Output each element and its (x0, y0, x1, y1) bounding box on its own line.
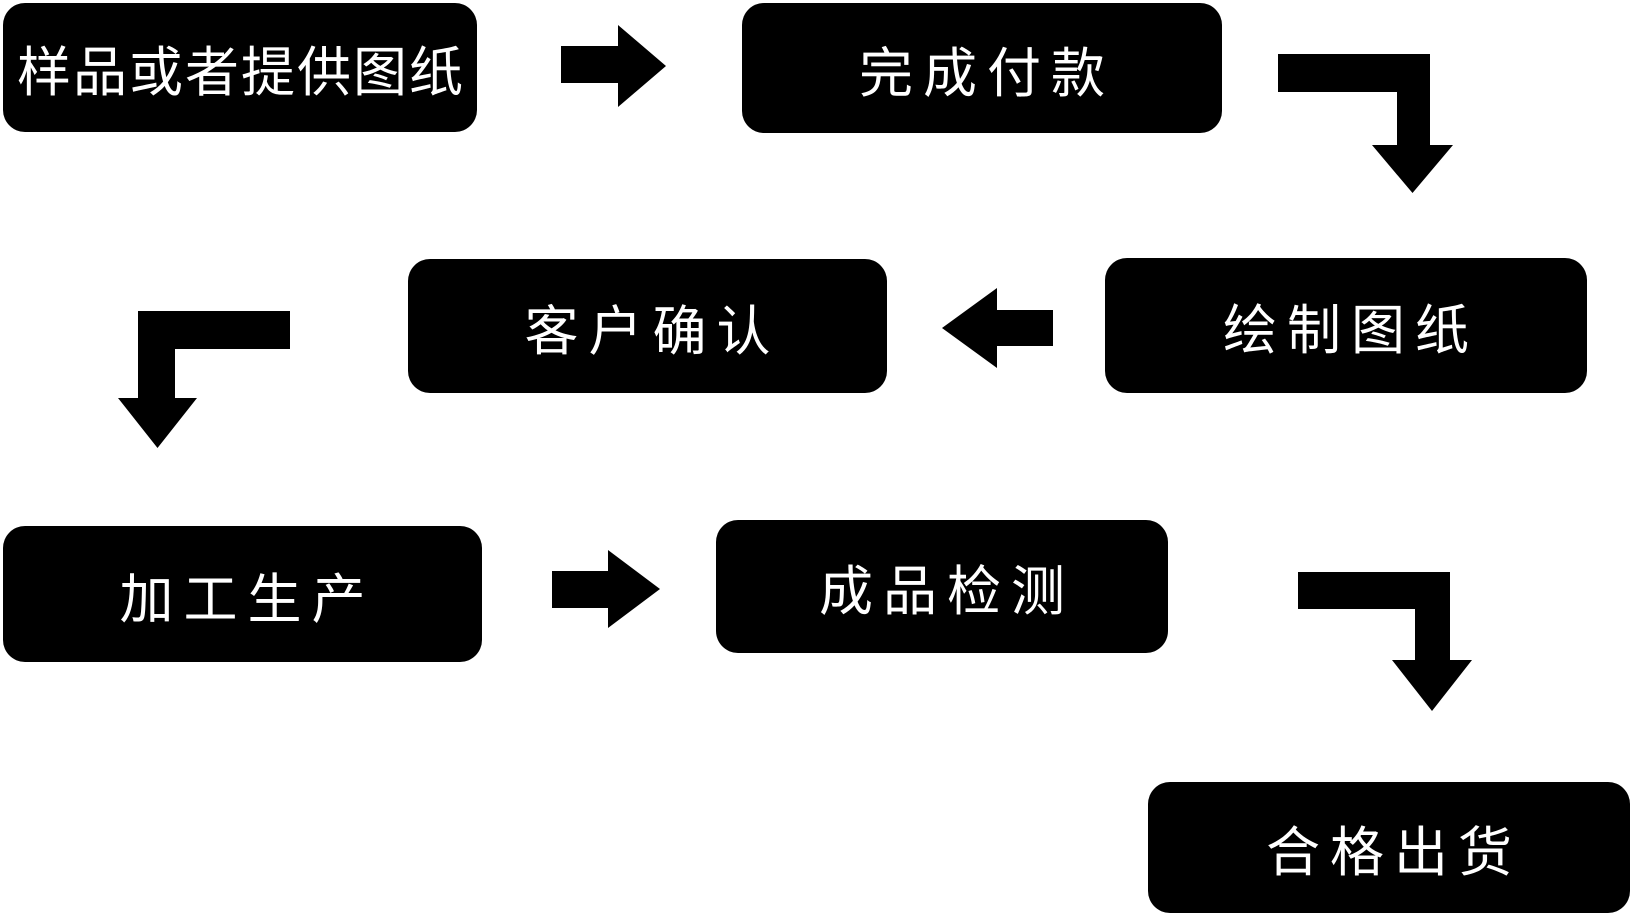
flow-step-complete-payment: 完成付款 (742, 3, 1222, 133)
flow-step-qualified-shipment: 合格出货 (1148, 782, 1630, 913)
arrow-right-icon (561, 25, 666, 107)
flow-step-draw-drawings: 绘制图纸 (1105, 258, 1587, 393)
arrow-right-icon (552, 550, 660, 628)
arrow-elbow-right-down-icon (1298, 572, 1472, 711)
flow-step-finished-product-inspection: 成品检测 (716, 520, 1168, 653)
flow-step-processing-production: 加工生产 (3, 526, 482, 662)
flow-step-sample-or-drawing: 样品或者提供图纸 (3, 3, 477, 132)
flow-step-customer-confirmation: 客户确认 (408, 259, 887, 393)
arrow-elbow-left-down-icon (118, 311, 290, 448)
arrow-elbow-right-down-icon (1278, 54, 1453, 193)
arrow-left-icon (942, 288, 1053, 368)
